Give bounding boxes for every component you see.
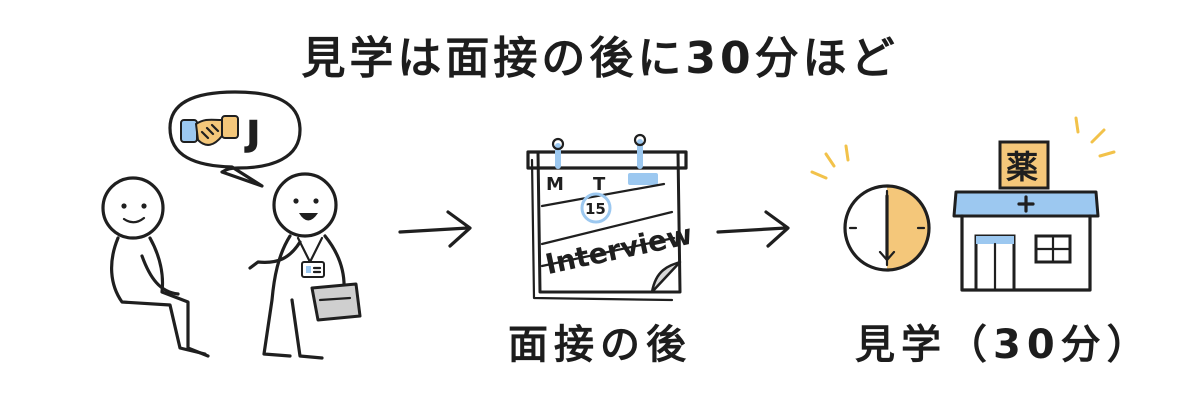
caption-tour-duration: 見学（30分）: [855, 322, 1153, 368]
person-right: [248, 172, 362, 360]
conversation-scene: J: [101, 90, 362, 360]
sparkle-icon: [810, 144, 850, 180]
calendar-icon: M T 15 Interview: [526, 133, 695, 302]
caption-after-interview: 面接の後: [508, 322, 692, 368]
highlight-cell: [628, 173, 658, 185]
clock-icon: [810, 144, 931, 272]
calendar-day-m: M: [546, 174, 564, 195]
folder: [310, 282, 362, 322]
bubble-logo-letter: J: [245, 114, 260, 154]
page-title: 見学は面接の後に30分ほど: [301, 33, 899, 84]
pharmacy-building-icon: 薬: [952, 116, 1116, 292]
plus-icon: [1017, 195, 1035, 213]
arrow-right-icon: [398, 210, 472, 248]
pharmacy-sign: 薬: [1006, 148, 1038, 186]
id-badge: [301, 261, 325, 278]
arrow-right-icon: [716, 210, 790, 248]
person-left: [101, 176, 210, 358]
speech-bubble: J: [168, 90, 302, 188]
calendar-day-t: T: [593, 174, 606, 195]
handshake-icon: [180, 115, 239, 146]
calendar-date: 15: [585, 200, 606, 218]
sparkle-icon: [1074, 116, 1116, 158]
